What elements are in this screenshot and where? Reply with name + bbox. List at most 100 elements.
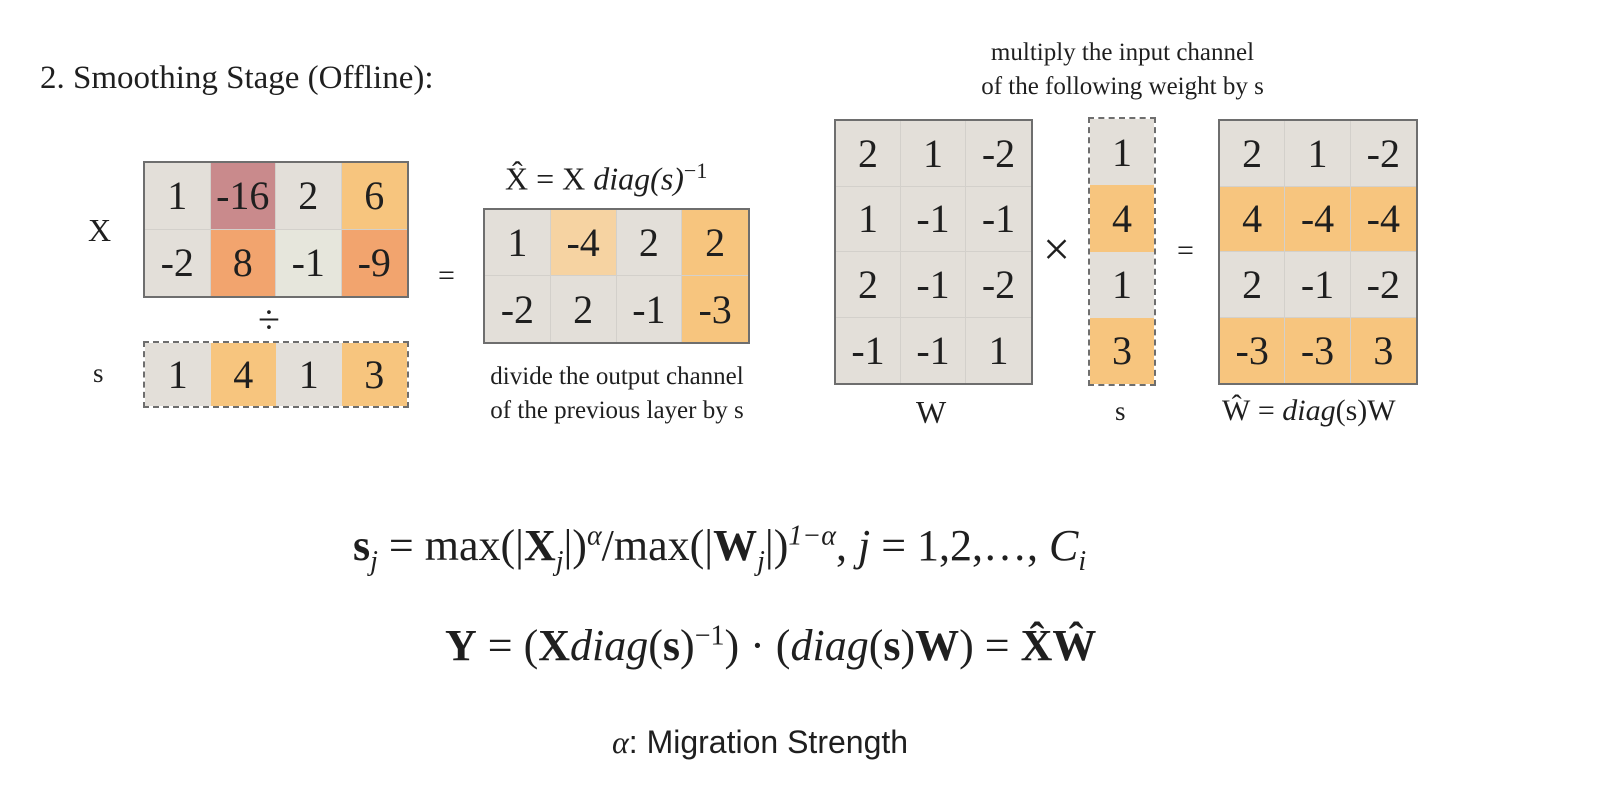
s-row-cell: 4 bbox=[210, 343, 276, 406]
what-label-suffix: (s)W bbox=[1335, 394, 1396, 427]
eq1-range: = 1,2,…, bbox=[870, 521, 1050, 570]
w-matrix-cell: 2 bbox=[836, 252, 901, 318]
eq1-W: W bbox=[713, 521, 758, 570]
xhat-matrix-cell: 1 bbox=[485, 210, 551, 276]
s-column-cell: 1 bbox=[1090, 251, 1154, 318]
equals-right: = bbox=[1177, 234, 1194, 267]
x-matrix-cell: -9 bbox=[341, 229, 407, 296]
xhat-formula-diag: diag bbox=[593, 160, 651, 197]
x-matrix-cell: 2 bbox=[276, 163, 342, 230]
eq2-s2-open: ( bbox=[868, 621, 884, 670]
xhat-note: divide the output channel of the previou… bbox=[460, 360, 774, 428]
what-matrix-cell: 3 bbox=[1350, 317, 1416, 383]
s-column-cell: 3 bbox=[1090, 317, 1154, 384]
eq1-tail-j: j bbox=[857, 521, 871, 570]
w-note-line1: multiply the input channel bbox=[990, 39, 1255, 66]
w-matrix-cell: 1 bbox=[901, 121, 966, 187]
xhat-formula-prefix: X̂ = X bbox=[505, 160, 594, 197]
x-matrix-cell: -2 bbox=[145, 229, 211, 296]
equals-left: = bbox=[438, 259, 455, 292]
what-matrix-cell: 1 bbox=[1285, 121, 1351, 187]
what-matrix-cell: -4 bbox=[1285, 186, 1351, 252]
eq2-s2: s bbox=[883, 621, 901, 670]
eq2-part2: ) · ( bbox=[724, 621, 791, 670]
eq2-diag2: diag bbox=[790, 621, 869, 670]
eq1-j-sub: j bbox=[370, 545, 378, 577]
equation-scaling-factor: sj = max(|Xj|)α/max(|Wj|)1−α, j = 1,2,…,… bbox=[353, 520, 1086, 578]
eq2-X: X bbox=[538, 621, 571, 670]
eq1-one-minus-alpha: 1−α bbox=[788, 520, 836, 552]
eq2-What: Ŵ bbox=[1052, 621, 1097, 670]
xhat-matrix-cell: 2 bbox=[550, 276, 617, 342]
w-matrix-cell: -1 bbox=[901, 252, 966, 318]
eq1-tail: , bbox=[835, 521, 858, 570]
xhat-matrix-cell: 2 bbox=[616, 210, 683, 276]
alpha-note: α: Migration Strength bbox=[612, 724, 908, 761]
divide-symbol: ÷ bbox=[258, 297, 280, 342]
x-matrix-cell: 6 bbox=[341, 163, 407, 230]
xhat-matrix-cell: 2 bbox=[682, 210, 748, 276]
eq2-diag: diag bbox=[570, 621, 649, 670]
eq1-C: C bbox=[1049, 521, 1079, 570]
w-matrix-cell: -2 bbox=[966, 252, 1031, 318]
w-note: multiply the input channel of the follow… bbox=[960, 36, 1285, 104]
x-matrix-cell: -16 bbox=[210, 163, 276, 230]
xhat-formula-arg: (s) bbox=[650, 160, 684, 197]
w-matrix-cell: -1 bbox=[836, 317, 901, 383]
eq1-s: s bbox=[353, 521, 371, 570]
eq1-mid: |) bbox=[563, 521, 587, 570]
what-matrix-cell: -1 bbox=[1285, 252, 1351, 318]
what-label-diag: diag bbox=[1282, 394, 1336, 427]
xhat-note-line1: divide the output channel bbox=[490, 363, 744, 390]
w-matrix-cell: -1 bbox=[901, 186, 966, 252]
eq2-s: s bbox=[662, 621, 681, 670]
w-note-line2: of the following weight by s bbox=[981, 73, 1264, 100]
eq1-alpha: α bbox=[586, 520, 602, 552]
eq2-s-close: ) bbox=[680, 621, 695, 670]
xhat-matrix-cell: -1 bbox=[616, 276, 683, 342]
eq2-power: −1 bbox=[694, 620, 725, 652]
eq1-eq: = max(| bbox=[377, 521, 524, 570]
s-column-cell: 4 bbox=[1090, 185, 1154, 252]
eq1-X: X bbox=[523, 521, 556, 570]
s-row-label: s bbox=[93, 358, 104, 388]
eq1-div: /max(| bbox=[601, 521, 714, 570]
alpha-symbol: α bbox=[612, 724, 629, 760]
w-matrix-cell: -1 bbox=[966, 186, 1031, 252]
what-matrix-cell: -4 bbox=[1350, 186, 1416, 252]
what-label: Ŵ = diag(s)W bbox=[1222, 394, 1396, 428]
xhat-matrix-cell: -2 bbox=[485, 276, 551, 342]
xhat-matrix-cell: -3 bbox=[682, 276, 748, 342]
eq2-s2-close: ) bbox=[900, 621, 916, 670]
x-matrix-label: X bbox=[88, 212, 112, 248]
what-matrix-cell: -3 bbox=[1220, 317, 1286, 383]
what-matrix-cell: 4 bbox=[1220, 186, 1286, 252]
what-matrix-cell: 2 bbox=[1220, 121, 1286, 187]
w-matrix-cell: -1 bbox=[901, 317, 966, 383]
eq2-W: W bbox=[915, 621, 960, 670]
w-matrix-cell: 1 bbox=[966, 317, 1031, 383]
what-matrix-cell: -2 bbox=[1350, 252, 1416, 318]
xhat-formula-power: −1 bbox=[683, 158, 708, 183]
what-matrix-cell: -2 bbox=[1350, 121, 1416, 187]
w-label: W bbox=[916, 394, 947, 430]
eq1-end: |) bbox=[764, 521, 789, 570]
what-matrix-cell: 2 bbox=[1220, 252, 1286, 318]
s-row-cell: 1 bbox=[145, 343, 211, 406]
xhat-formula: X̂ = X diag(s)−1 bbox=[505, 158, 707, 198]
eq2-Y: Y bbox=[445, 621, 477, 670]
eq1-wj-sub: j bbox=[757, 545, 765, 577]
s-row-cell: 3 bbox=[341, 343, 407, 406]
s-column-label: s bbox=[1115, 396, 1126, 426]
w-matrix-cell: -2 bbox=[966, 121, 1031, 187]
w-matrix-cell: 1 bbox=[836, 186, 901, 252]
w-matrix-cell: 2 bbox=[836, 121, 901, 187]
eq2-Xhat: X̂ bbox=[1020, 621, 1053, 670]
eq2-part1: = ( bbox=[476, 621, 539, 670]
eq1-i-sub: i bbox=[1078, 545, 1087, 577]
